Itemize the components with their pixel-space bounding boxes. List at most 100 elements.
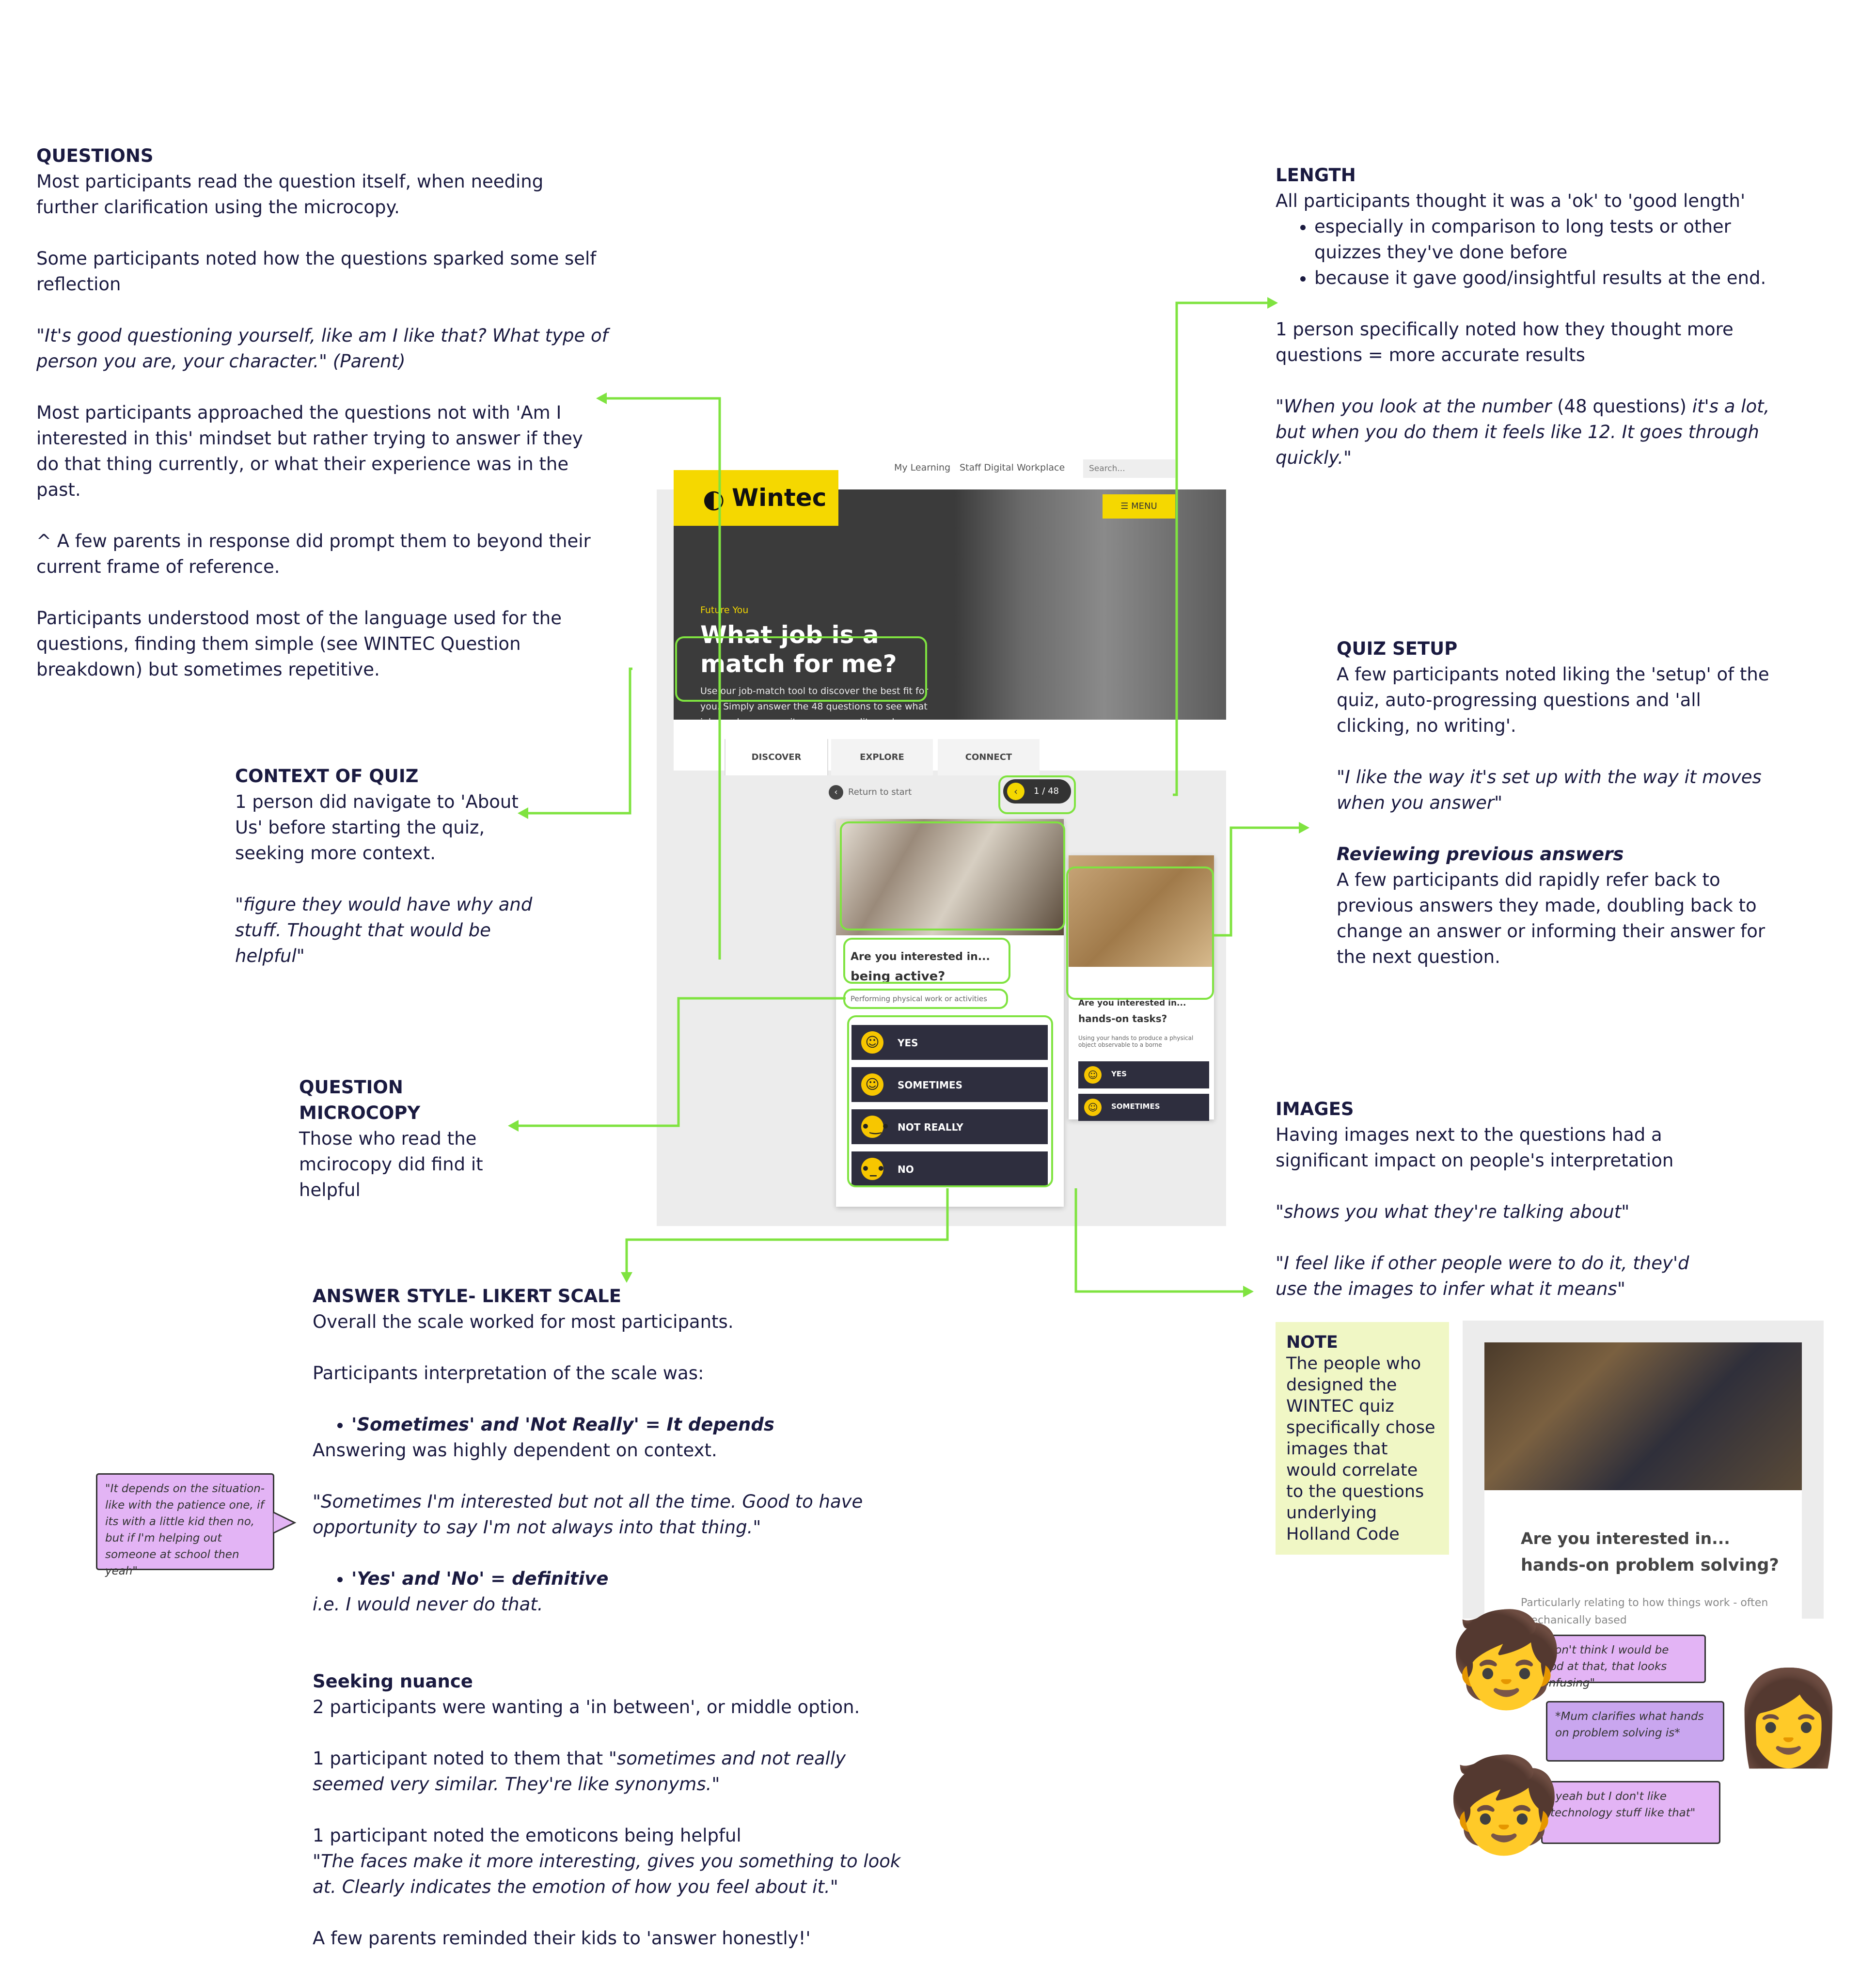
- menu-button[interactable]: ☰ MENU: [1103, 494, 1175, 519]
- likert-p6: 1 participant noted to them that "someti…: [313, 1748, 846, 1795]
- happy-face-icon: ☺: [861, 1031, 883, 1054]
- length-bullets: especially in comparison to long tests o…: [1276, 214, 1799, 291]
- likert-p2: Participants interpretation of the scale…: [313, 1363, 704, 1384]
- likert-p8: A few parents reminded their kids to 'an…: [313, 1928, 811, 1949]
- being-active-image: [836, 819, 1064, 935]
- answer-no-button[interactable]: •_•NO: [851, 1151, 1048, 1186]
- length-note: LENGTH All participants thought it was a…: [1276, 162, 1799, 496]
- microcopy-title: QUESTION MICROCOPY: [299, 1077, 421, 1123]
- tab-discover[interactable]: DISCOVER: [725, 739, 828, 775]
- logo-text: Wintec: [732, 484, 827, 512]
- card2-microcopy: Using your hands to produce a physical o…: [1078, 1035, 1194, 1048]
- answer-yes-button[interactable]: ☺YES: [851, 1025, 1048, 1060]
- wintec-logo[interactable]: ◐ Wintec: [674, 470, 838, 526]
- highlight-microcopy: [843, 989, 1008, 1009]
- quote-bubble-confusing: "I don't think I would be good at that, …: [1527, 1635, 1706, 1689]
- questions-p5: ^ A few parents in response did prompt t…: [36, 531, 591, 577]
- highlight-question-counter: [998, 775, 1076, 814]
- likert-bullet-list-1: 'Sometimes' and 'Not Really' = It depend…: [313, 1412, 918, 1437]
- likert-p5: 2 participants were wanting a 'in betwee…: [313, 1697, 860, 1717]
- card2-question-lead: Are you interested in...: [1078, 998, 1186, 1008]
- link-my-learning[interactable]: My Learning: [894, 462, 951, 473]
- site-search-input[interactable]: Search...: [1083, 459, 1175, 478]
- likert-note: ANSWER STYLE- LIKERT SCALE Overall the s…: [313, 1283, 918, 1977]
- problem-solving-card: Are you interested in... hands-on proble…: [1484, 1342, 1802, 1626]
- hamburger-icon: ☰: [1120, 501, 1132, 511]
- highlight-card1-image: [840, 821, 1065, 930]
- likert-bullet-list-2: 'Yes' and 'No' = definitive: [313, 1566, 918, 1591]
- length-bullet-1: especially in comparison to long tests o…: [1314, 214, 1799, 265]
- questions-p6: Participants understood most of the lang…: [36, 608, 562, 680]
- smile-face-icon: ☺: [1084, 1099, 1102, 1116]
- questions-note: QUESTIONS Most participants read the que…: [36, 143, 608, 708]
- context-note: CONTEXT OF QUIZ 1 person did navigate to…: [235, 763, 536, 994]
- quote-bubble-technology: "yeah but I don't like technology stuff …: [1541, 1781, 1720, 1844]
- questions-p4: Most participants approached the questio…: [36, 402, 583, 500]
- hero-eyebrow: Future You: [700, 605, 749, 615]
- likert-subtitle: Seeking nuance: [313, 1671, 473, 1692]
- likert-quote-2: "The faces make it more interesting, giv…: [313, 1851, 901, 1897]
- next-question-card: Are you interested in... hands-on tasks?…: [1069, 855, 1214, 1121]
- highlight-answers: [847, 1015, 1053, 1187]
- problem-solving-question: hands-on problem solving?: [1521, 1556, 1779, 1575]
- hero-banner: Future You What job is a match for me? U…: [674, 489, 1226, 743]
- setup-p1: A few participants noted liking the 'set…: [1337, 664, 1769, 736]
- images-quote-1: "shows you what they're talking about": [1276, 1201, 1630, 1222]
- answer-not-really-button[interactable]: •‿•NOT REALLY: [851, 1109, 1048, 1144]
- bubble-pointer: [273, 1512, 297, 1534]
- child-avatar-1: 🧒: [1449, 1606, 1564, 1713]
- questions-p1: Most participants read the question itse…: [36, 171, 544, 218]
- likert-p4: i.e. I would never do that.: [313, 1594, 543, 1615]
- quote-bubble-depends: "It depends on the situation- like with …: [96, 1473, 274, 1577]
- card2-answer-yes[interactable]: ☺YES: [1078, 1061, 1209, 1088]
- setup-subtitle: Reviewing previous answers: [1337, 844, 1624, 865]
- hands-on-tasks-image: [1069, 855, 1214, 967]
- quiz-screenshot: My Learning Staff Digital Workplace Sear…: [657, 446, 1226, 1226]
- smile-face-icon: ☺: [861, 1073, 883, 1096]
- question-counter[interactable]: ‹ 1 / 48: [1003, 779, 1071, 803]
- designer-note-body: The people who designed the WINTEC quiz …: [1286, 1354, 1435, 1544]
- highlight-hero-description: [675, 636, 927, 702]
- card1-question: being active?: [851, 969, 946, 984]
- likert-p1: Overall the scale worked for most partic…: [313, 1311, 734, 1332]
- length-p2: 1 person specifically noted how they tho…: [1276, 319, 1734, 365]
- electronics-image: [1484, 1342, 1802, 1490]
- setup-note: QUIZ SETUP A few participants noted liki…: [1337, 636, 1773, 995]
- designer-note-title: NOTE: [1286, 1333, 1338, 1352]
- link-staff-digital-workplace[interactable]: Staff Digital Workplace: [960, 462, 1065, 473]
- likert-quote-1: "Sometimes I'm interested but not all th…: [313, 1491, 863, 1538]
- hero-photo: [955, 489, 1226, 720]
- highlight-card2-image: [1066, 866, 1214, 1000]
- tab-connect[interactable]: CONNECT: [938, 739, 1040, 775]
- quiz-tabs: DISCOVER EXPLORE CONNECT: [674, 720, 1226, 775]
- length-bullet-2: because it gave good/insightful results …: [1314, 265, 1799, 291]
- likert-bullet-1: 'Sometimes' and 'Not Really' = It depend…: [351, 1412, 918, 1437]
- likert-p7: 1 participant noted the emoticons being …: [313, 1825, 741, 1846]
- problem-solving-screenshot: Are you interested in... hands-on proble…: [1463, 1321, 1824, 1626]
- current-question-card: Are you interested in... being active? P…: [836, 819, 1064, 1207]
- previous-question-icon[interactable]: ‹: [1007, 783, 1025, 800]
- tab-explore[interactable]: EXPLORE: [831, 739, 933, 775]
- images-title: IMAGES: [1276, 1099, 1354, 1119]
- microcopy-p1: Those who read the mcirocopy did find it…: [299, 1128, 483, 1200]
- answer-sometimes-button[interactable]: ☺SOMETIMES: [851, 1067, 1048, 1102]
- setup-title: QUIZ SETUP: [1337, 638, 1458, 659]
- problem-solving-question-lead: Are you interested in...: [1521, 1529, 1730, 1548]
- hero-title: What job is a match for me?: [700, 621, 897, 678]
- highlight-question-title: [843, 938, 1010, 984]
- return-to-start-link[interactable]: ‹Return to start: [829, 785, 912, 800]
- images-p1: Having images next to the questions had …: [1276, 1124, 1674, 1171]
- context-p1: 1 person did navigate to 'About Us' befo…: [235, 791, 519, 864]
- setup-p2: A few participants did rapidly refer bac…: [1337, 869, 1766, 967]
- happy-face-icon: ☺: [1084, 1066, 1102, 1084]
- microcopy-note: QUESTION MICROCOPY Those who read the mc…: [299, 1074, 522, 1229]
- questions-title: QUESTIONS: [36, 145, 154, 166]
- child-avatar-2: 🧒: [1447, 1751, 1561, 1859]
- images-note: IMAGES Having images next to the questio…: [1276, 1096, 1697, 1327]
- card1-question-lead: Are you interested in...: [851, 951, 990, 963]
- questions-p2: Some participants noted how the question…: [36, 248, 597, 295]
- card2-answer-sometimes[interactable]: ☺SOMETIMES: [1078, 1094, 1209, 1121]
- questions-quote: "It's good questioning yourself, like am…: [36, 325, 608, 372]
- context-title: CONTEXT OF QUIZ: [235, 766, 419, 787]
- likert-p3: Answering was highly dependent on contex…: [313, 1440, 717, 1461]
